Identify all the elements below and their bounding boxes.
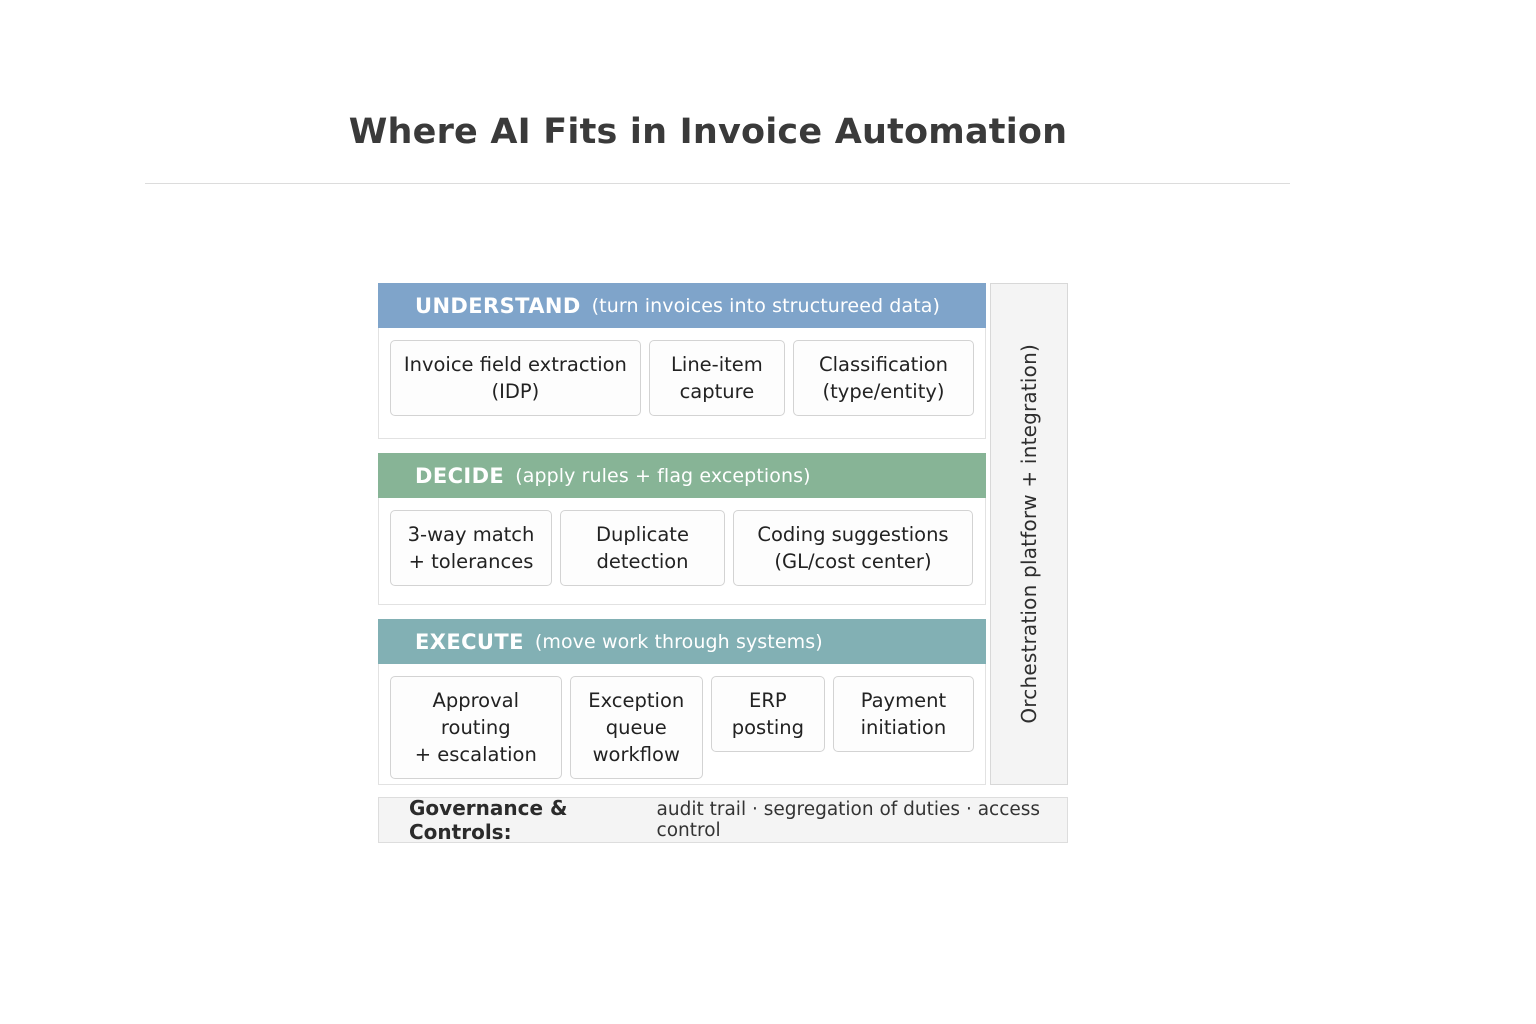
card-erp-posting[interactable]: ERP posting (710, 676, 825, 752)
card-line-2: (IDP) (491, 380, 540, 403)
card-line-1: Payment (860, 689, 947, 712)
card-line-3: workflow (592, 743, 680, 766)
band-understand-kicker: UNDERSTAND (415, 293, 581, 318)
card-duplicate-detection[interactable]: Duplicate detection (560, 510, 725, 586)
card-line-2: initiation (860, 716, 947, 739)
card-line-1: Invoice field extraction (403, 353, 627, 376)
card-line-2: (GL/cost center) (774, 550, 932, 573)
card-line-1: Approval routing (432, 689, 520, 739)
card-line-1: Exception (588, 689, 685, 712)
card-line-item-capture[interactable]: Line-item capture (648, 340, 786, 416)
governance-label: Governance & Controls: (409, 796, 568, 844)
card-exception-queue-workflow[interactable]: Exception queue workflow (569, 676, 703, 779)
card-line-1: Coding suggestions (757, 523, 949, 546)
invoice-automation-diagram: UNDERSTAND (turn invoices into structure… (378, 283, 1068, 844)
card-line-2: queue (605, 716, 667, 739)
band-execute: EXECUTE (move work through systems) Appr… (378, 619, 986, 785)
card-line-2: posting (731, 716, 805, 739)
orchestration-sidebar-label: Orchestration platforw + integration) (1017, 344, 1041, 724)
card-line-2: + escalation (414, 743, 537, 766)
band-understand: UNDERSTAND (turn invoices into structure… (378, 283, 986, 439)
card-invoice-field-extraction[interactable]: Invoice field extraction (IDP) (390, 340, 641, 416)
title-divider (145, 183, 1290, 184)
band-execute-kicker: EXECUTE (415, 629, 524, 654)
layer-stack: UNDERSTAND (turn invoices into structure… (378, 283, 1068, 785)
card-classification[interactable]: Classification (type/entity) (793, 340, 974, 416)
page-title: Where AI Fits in Invoice Automation (348, 112, 1068, 152)
card-payment-initiation[interactable]: Payment initiation (832, 676, 975, 752)
card-line-1: Line-item (671, 353, 763, 376)
band-understand-header: UNDERSTAND (turn invoices into structure… (378, 283, 986, 328)
band-decide-header: DECIDE (apply rules + flag exceptions) (378, 453, 986, 498)
band-decide-subtitle: (apply rules + flag exceptions) (515, 464, 811, 487)
band-understand-cards: Invoice field extraction (IDP) Line-item… (379, 328, 985, 416)
card-coding-suggestions[interactable]: Coding suggestions (GL/cost center) (733, 510, 973, 586)
band-execute-cards: Approval routing + escalation Exception … (379, 664, 985, 779)
band-decide: DECIDE (apply rules + flag exceptions) 3… (378, 453, 986, 605)
band-execute-subtitle: (move work through systems) (534, 630, 823, 653)
card-line-2: + tolerances (408, 550, 534, 573)
card-line-2: detection (596, 550, 689, 573)
card-line-1: ERP (749, 689, 787, 712)
card-line-2: capture (679, 380, 755, 403)
governance-items: audit trail · segregation of duties · ac… (656, 799, 1041, 841)
card-approval-routing[interactable]: Approval routing + escalation (390, 676, 562, 779)
card-line-1: Classification (819, 353, 949, 376)
band-understand-subtitle: (turn invoices into structureed data) (591, 294, 941, 317)
band-decide-cards: 3-way match + tolerances Duplicate detec… (379, 498, 985, 586)
band-decide-kicker: DECIDE (415, 463, 505, 488)
orchestration-sidebar: Orchestration platforw + integration) (990, 283, 1068, 785)
card-line-1: 3-way match (407, 523, 535, 546)
governance-controls-bar: Governance & Controls: audit trail · seg… (378, 796, 1068, 844)
band-execute-header: EXECUTE (move work through systems) (378, 619, 986, 664)
card-line-2: (type/entity) (822, 380, 945, 403)
card-line-1: Duplicate (596, 523, 689, 546)
card-three-way-match[interactable]: 3-way match + tolerances (390, 510, 552, 586)
bands-column: UNDERSTAND (turn invoices into structure… (378, 283, 986, 785)
